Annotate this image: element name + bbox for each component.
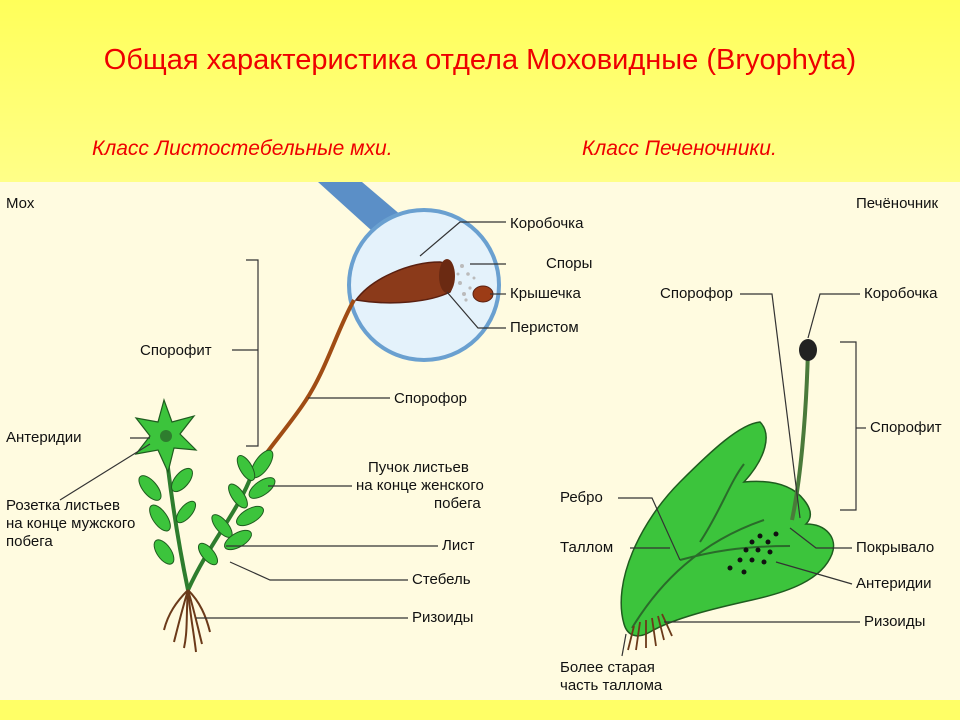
- label-liverwort-older-thallus-2: часть таллома: [560, 677, 663, 694]
- liverwort-antheridia: [727, 531, 779, 575]
- label-moss-rhizoids: Ризоиды: [412, 609, 474, 626]
- label-moss-sporophyte: Спорофит: [140, 342, 212, 359]
- liverwort-drawing: [618, 293, 866, 657]
- label-moss-male-rosette-2: на конце мужского: [6, 515, 136, 532]
- liverwort-sporophore-stalk: [790, 349, 810, 521]
- class-mosses-heading: Класс Листостебельные мхи.: [92, 137, 393, 160]
- moss-rhizoids: [163, 589, 211, 653]
- label-moss-name: Мох: [6, 195, 35, 212]
- label-moss-male-rosette-3: побега: [6, 533, 53, 550]
- class-liverworts-heading: Класс Печеночники.: [582, 137, 777, 160]
- slide-title: Общая характеристика отдела Моховидные (…: [103, 44, 857, 76]
- label-liverwort-antheridia: Антеридии: [856, 575, 932, 592]
- liverwort-rhizoids: [627, 613, 673, 651]
- liverwort-rib: [631, 463, 791, 629]
- label-moss-capsule: Коробочка: [510, 215, 584, 232]
- label-liverwort-older-thallus-1: Более старая: [560, 659, 655, 676]
- label-moss-lid: Крышечка: [510, 285, 581, 302]
- label-moss-female-tuft-1: Пучок листьев: [368, 459, 469, 476]
- spore-cloud: [456, 264, 476, 302]
- moss-female-leaves: [197, 449, 276, 566]
- label-liverwort-sporophyte: Спорофит: [870, 419, 942, 436]
- label-moss-leaf: Лист: [442, 537, 475, 554]
- moss-drawing: [59, 182, 506, 653]
- label-liverwort-name: Печёночник: [856, 195, 939, 212]
- moss-leader-lines: [59, 221, 506, 619]
- title-band: [0, 0, 960, 182]
- diagram-drawing: [59, 182, 866, 657]
- liverwort-capsule: [799, 339, 817, 361]
- label-moss-female-tuft-2: на конце женского: [356, 477, 484, 494]
- liverwort-thallus: [620, 421, 835, 637]
- label-liverwort-sporophore: Спорофор: [660, 285, 734, 302]
- label-moss-peristome: Перистом: [510, 319, 579, 336]
- bottom-strip: [0, 700, 960, 720]
- label-liverwort-cover: Покрывало: [856, 539, 935, 556]
- moss-antheridia-cluster: [160, 430, 172, 442]
- bryophyta-figure: Мох Коробочка Споры Крышечка Перистом Сп…: [0, 182, 960, 700]
- moss-sporophore-stalk: [250, 299, 356, 476]
- label-moss-male-rosette-1: Розетка листьев: [6, 497, 120, 514]
- label-moss-spores: Споры: [546, 255, 593, 272]
- label-moss-sporophore: Спорофор: [394, 390, 468, 407]
- label-moss-female-tuft-3: побега: [434, 495, 481, 512]
- label-liverwort-capsule: Коробочка: [864, 285, 938, 302]
- label-liverwort-thallus: Таллом: [560, 539, 614, 556]
- label-liverwort-rib: Ребро: [560, 489, 603, 506]
- moss-peristome-rim: [439, 259, 455, 293]
- moss-male-leaves: [138, 467, 197, 565]
- label-moss-stem: Стебель: [412, 571, 471, 588]
- label-liverwort-rhizoids: Ризоиды: [864, 613, 926, 630]
- liverwort-leader-lines: [618, 293, 866, 657]
- label-moss-antheridia: Антеридии: [6, 429, 82, 446]
